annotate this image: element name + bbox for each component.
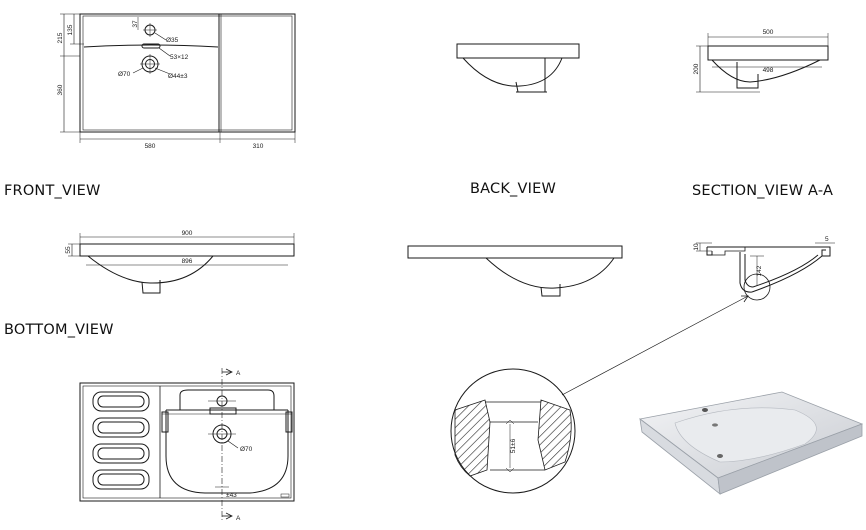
dim-51: 51±6 [510,438,517,453]
dim-500: 500 [763,29,774,36]
dim-43: ±43 [226,492,237,499]
dim-55: 55 [65,246,72,254]
dim-498: 498 [763,67,774,74]
label-front-view: FRONT_VIEW [4,183,101,199]
back-view-drawing [456,43,580,93]
label-section-view: SECTION_VIEW A-A [692,183,834,199]
dim-310: 310 [253,143,264,150]
side-view-middle-drawing [407,245,623,297]
basin-3d-render [639,391,864,495]
label-back-view: BACK_VIEW [470,181,556,197]
section-mark-bottom: A [236,515,241,522]
dim-142: 142 [756,265,763,276]
dim-360: 360 [57,84,64,95]
dim-d44: Ø44±3 [168,73,188,80]
dim-d35: Ø35 [166,37,179,44]
section-view-drawing [696,33,829,93]
dim-580: 580 [145,143,156,150]
bottom-view-drawing [79,368,295,520]
dim-53x12: 53×12 [170,54,189,61]
front-view-drawing [60,13,296,143]
detail-hatch [454,399,572,477]
dim-d70-bottom: Ø70 [240,446,253,453]
dim-900: 900 [182,230,193,237]
dim-215: 215 [57,32,64,43]
detail-circle-drawing [450,295,749,494]
dim-5: 5 [825,236,829,243]
section-mark-top: A [236,370,241,377]
side-view-left-drawing [68,233,295,294]
dim-10: 10 [693,243,700,251]
dim-135: 135 [67,24,74,35]
section-profile-drawing [696,242,835,301]
dim-37: 37 [132,20,139,28]
dim-896: 896 [182,258,193,265]
dim-d70: Ø70 [118,71,131,78]
dim-200: 200 [693,63,700,74]
label-bottom-view: BOTTOM_VIEW [4,322,114,338]
